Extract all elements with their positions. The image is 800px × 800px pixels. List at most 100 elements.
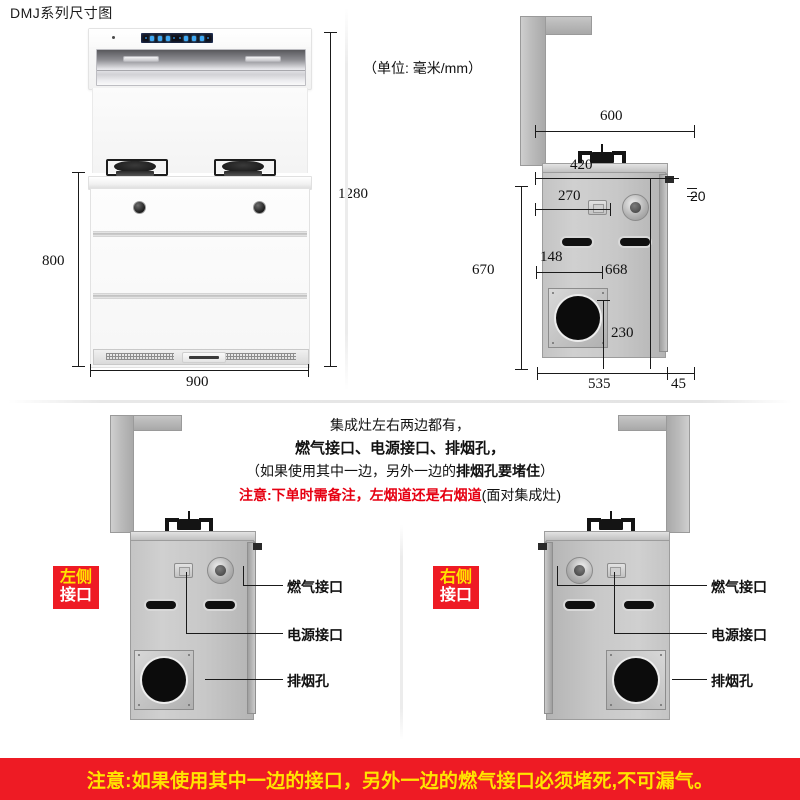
- dim-body-height: 670: [472, 262, 495, 278]
- right-side-rear-panel: [544, 542, 553, 714]
- dim-tick-cab-bottom: [72, 366, 85, 367]
- dim-tick-148-r: [602, 266, 603, 279]
- cabinet-body: [90, 188, 310, 368]
- dim-tick-420-l: [535, 172, 536, 185]
- left-interface-drawing: [110, 415, 300, 735]
- hood-glass-front: [96, 49, 306, 86]
- dim-line-socket-offset: [535, 209, 610, 210]
- dim-total-height: 1280: [338, 186, 368, 202]
- note-4-warning: 注意:下单时需备注，左烟道还是右烟道: [239, 487, 482, 503]
- bottom-vent-grill: [93, 349, 309, 365]
- side-burner: [578, 144, 626, 167]
- dim-tick-600-r: [694, 125, 695, 138]
- burner-left: [106, 159, 168, 178]
- right-handle-slot-b: [565, 601, 595, 609]
- left-gas-connector: [207, 557, 234, 584]
- dim-tick-bottom: [324, 366, 337, 367]
- right-badge-top: 右侧: [439, 569, 472, 586]
- control-knob-right: [253, 201, 266, 214]
- dim-line-body-height: [521, 186, 522, 369]
- range-hood: [88, 28, 312, 90]
- page-title: DMJ系列尺寸图: [10, 5, 113, 21]
- right-gas-leader-h: [557, 585, 707, 586]
- left-gas-leader-v: [243, 566, 244, 585]
- left-side-badge: 左侧 接口: [53, 566, 99, 609]
- dim-tick-270-r: [610, 203, 611, 216]
- note-line-4: 注意:下单时需备注，左烟道还是右烟道(面对集成灶): [0, 485, 800, 505]
- left-power-leader-v: [186, 572, 187, 633]
- vent-louvers-right: [224, 353, 296, 360]
- dim-line-width: [90, 370, 308, 371]
- right-label-power: 电源接口: [711, 627, 767, 643]
- dim-tick-670-top: [515, 186, 528, 187]
- dim-line-body-depth: [537, 373, 667, 374]
- side-rear-panel: [659, 174, 668, 352]
- dim-tick-w-left: [90, 364, 91, 377]
- dim-line-counter-depth: [535, 178, 679, 179]
- drawer-divider-lower: [93, 293, 307, 299]
- right-exhaust-duct-opening: [606, 650, 666, 710]
- left-gas-leader-h: [243, 585, 283, 586]
- left-power-leader-h: [186, 633, 283, 634]
- gas-connector: [622, 194, 649, 221]
- warning-text: 注意:如果使用其中一边的接口，另外一边的燃气接口必须堵死,不可漏气。: [86, 770, 714, 792]
- dim-counter-depth: 420: [570, 157, 593, 173]
- hood-indicator-light-icon: [112, 36, 115, 39]
- note-line-1: 集成灶左右两边都有，: [330, 417, 470, 433]
- dim-width: 900: [186, 374, 209, 390]
- dim-tick-cab-top: [72, 172, 85, 173]
- flue-column: [520, 16, 546, 166]
- left-side-notch: [253, 543, 262, 550]
- dim-line-depth-total: [535, 131, 694, 132]
- dim-tick-45-r: [694, 367, 695, 380]
- exhaust-duct-opening: [548, 288, 608, 348]
- hood-handle-right: [245, 56, 281, 62]
- dim-duct-offset: 148: [540, 249, 563, 265]
- left-handle-slot-a: [146, 601, 176, 609]
- section-divider: [8, 400, 792, 403]
- dim-tick-w-right: [308, 364, 309, 377]
- right-power-leader-h: [614, 633, 707, 634]
- backsplash: [92, 88, 308, 173]
- right-gas-connector: [566, 557, 593, 584]
- side-notch: [665, 176, 674, 183]
- right-power-leader-v: [614, 572, 615, 633]
- left-badge-bottom: 接口: [59, 586, 92, 604]
- dim-tick-270-l: [535, 203, 536, 216]
- dim-line-total-height: [330, 32, 331, 366]
- dim-depth-total: 600: [600, 108, 623, 124]
- note-line-3: （如果使用其中一边，另外一边的排烟孔要堵住）: [0, 461, 800, 481]
- right-gas-leader-v: [557, 566, 558, 585]
- note-4-suffix: (面对集成灶): [481, 487, 561, 503]
- dim-line-height-to-gas: [650, 178, 651, 369]
- handle-slot-left: [562, 238, 592, 246]
- right-badge-bottom: 接口: [439, 586, 472, 604]
- dim-height-to-gas: 668: [605, 262, 628, 278]
- vent-louvers-left: [106, 353, 174, 360]
- right-side-badge: 右侧 接口: [433, 566, 479, 609]
- dim-socket-offset: 270: [558, 188, 581, 204]
- left-label-gas: 燃气接口: [287, 579, 343, 595]
- left-badge-top: 左侧: [59, 569, 92, 586]
- right-label-gas: 燃气接口: [711, 579, 767, 595]
- handle-slot-right: [620, 238, 650, 246]
- dim-rear-gap: 45: [671, 376, 686, 392]
- plinth-handle: [182, 352, 226, 363]
- left-label-power: 电源接口: [287, 627, 343, 643]
- right-side-notch: [538, 543, 547, 550]
- dim-tick-20-bottom: [687, 196, 697, 197]
- dim-cabinet-height: 800: [42, 253, 65, 269]
- note-3-prefix: （如果使用其中一边，另外一边的: [246, 463, 456, 479]
- note-3-emphasis: 排烟孔要堵住: [456, 463, 540, 479]
- side-view-drawing: [520, 16, 710, 371]
- dim-tick-535-l: [537, 367, 538, 380]
- dim-body-depth: 535: [588, 376, 611, 392]
- right-interface-drawing: [500, 415, 690, 735]
- dim-line-duct-offset: [536, 272, 602, 273]
- right-exhaust-leader-h: [672, 679, 707, 680]
- control-knob-left: [133, 201, 146, 214]
- right-label-exhaust: 排烟孔: [711, 673, 753, 689]
- dim-ledge: 20: [690, 188, 706, 204]
- note-3-suffix: ）: [540, 463, 554, 479]
- dim-tick-148-l: [536, 266, 537, 279]
